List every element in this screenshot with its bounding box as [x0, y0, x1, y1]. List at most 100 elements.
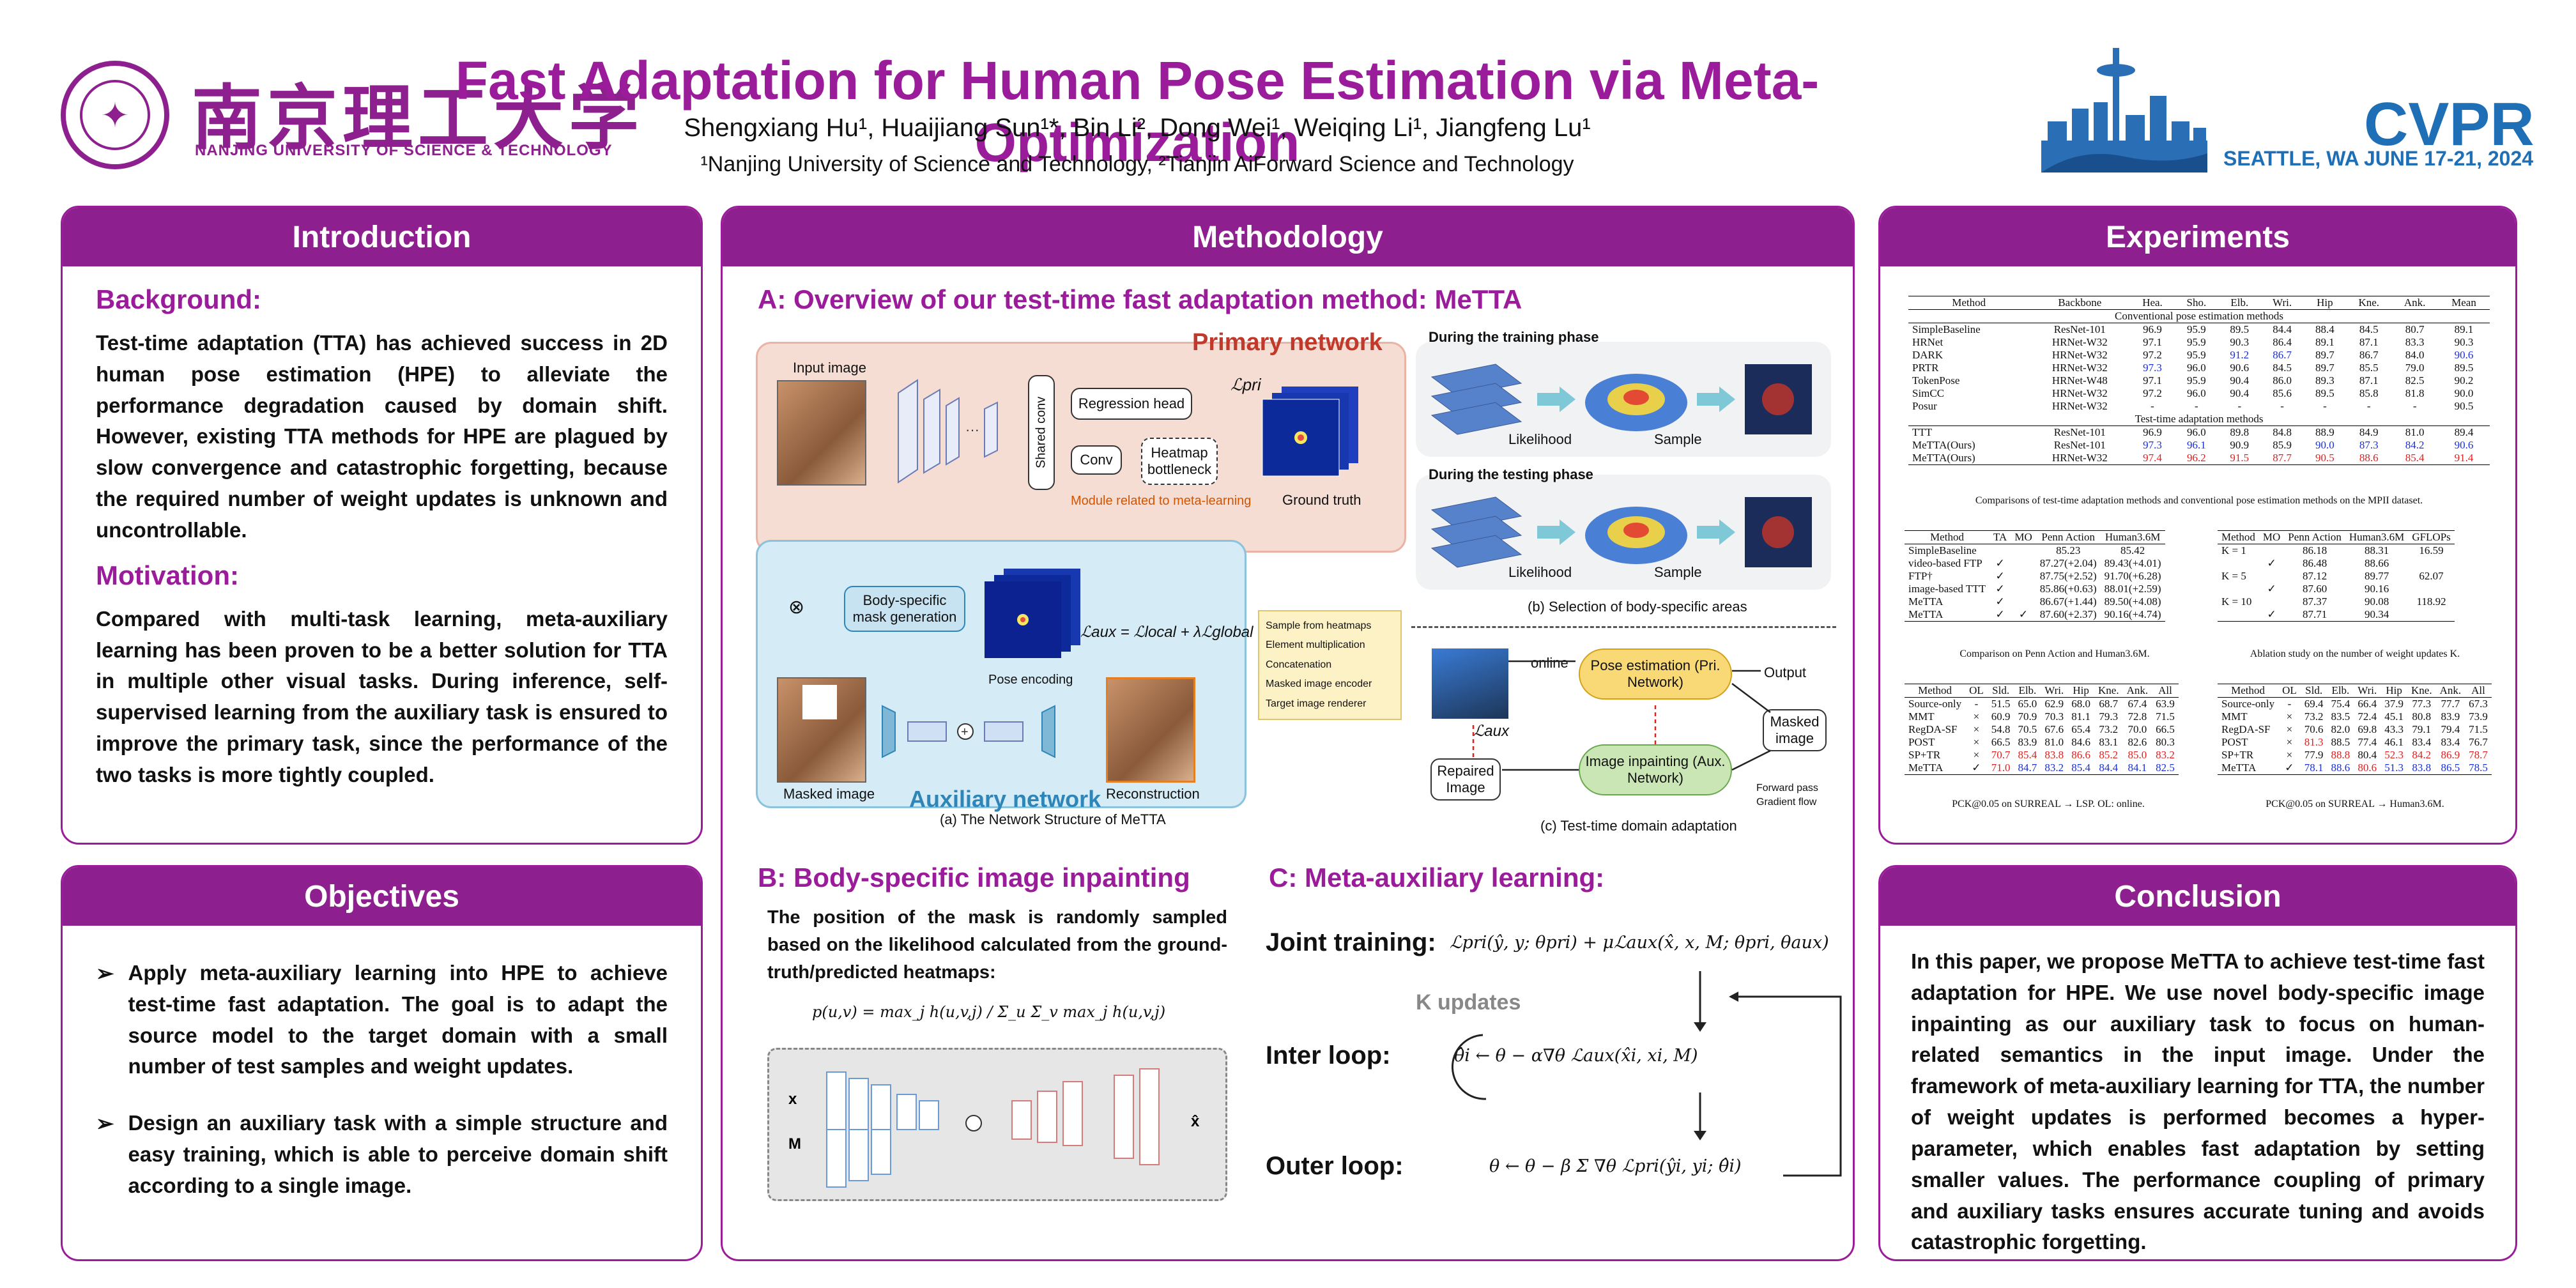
table-cell: 88.5 — [2331, 736, 2350, 748]
table-cell: HRNet-W32 — [2051, 362, 2108, 374]
shared-conv-label: Shared conv — [1034, 396, 1048, 469]
table-cell: 85.4 — [2018, 749, 2037, 761]
table-cell: 65.0 — [2018, 698, 2037, 710]
table-row: MeTTA✓✓87.60(+2.37)90.16(+4.74) — [1905, 608, 2165, 622]
table-cell: 37.9 — [2384, 698, 2404, 710]
table-cell: 84.0 — [2405, 349, 2425, 361]
table-cell: ✓ — [1995, 570, 2005, 582]
svg-text:x: x — [788, 1091, 797, 1108]
table-cell: 52.3 — [2384, 749, 2404, 761]
table-cell: 68.0 — [2071, 698, 2091, 710]
table-cell: 88.01(+2.59) — [2104, 583, 2161, 595]
table-cell: × — [1973, 723, 1980, 735]
sample-label: Sample — [1654, 564, 1702, 580]
regression-head-block: Regression head — [1071, 388, 1192, 420]
table-cell: - — [2150, 400, 2154, 412]
section-a-heading: A: Overview of our test-time fast adapta… — [758, 284, 1522, 314]
table-header-cell: Ank. — [2126, 684, 2149, 696]
table-cell: 81.1 — [2071, 710, 2091, 723]
table-cell: 90.16 — [2364, 583, 2389, 595]
table-cell: ResNet-101 — [2053, 323, 2106, 335]
table-cell: 82.0 — [2331, 723, 2350, 735]
table-cell: K = 1 — [2221, 544, 2246, 556]
legend-item: Sample from heatmaps — [1266, 620, 1372, 631]
table-cell: 86.67(+1.44) — [2039, 595, 2097, 608]
university-name-cn: 南京理工大学 — [192, 77, 644, 159]
table-cell: 86.6 — [2071, 749, 2091, 761]
table-cell: image-based TTT — [1908, 583, 1986, 595]
table-cell: 80.8 — [2412, 710, 2432, 723]
ground-truth-label: Ground truth — [1282, 492, 1361, 508]
table-cell: - — [2237, 400, 2242, 412]
table-cell — [2408, 608, 2454, 622]
l-aux-equation: ℒaux = ℒlocal + λℒglobal — [1080, 624, 1254, 641]
section-b-text: The position of the mask is randomly sam… — [767, 907, 1227, 983]
table-cell: 96.9 — [2143, 323, 2162, 335]
table-cell: 77.7 — [2441, 698, 2460, 710]
table-cell: 89.1 — [2315, 336, 2334, 348]
university-name-en: NANJING UNIVERSITY OF SCIENCE & TECHNOLO… — [195, 142, 613, 159]
pose-estimation-label: Pose estimation (Pri. Network) — [1590, 657, 1721, 690]
primary-network-label: Primary network — [1192, 329, 1383, 356]
table-cell: 97.1 — [2143, 374, 2162, 387]
table-cell: 43.3 — [2384, 723, 2404, 735]
table-cell: 66.5 — [2156, 723, 2175, 735]
introduction-heading: Introduction — [63, 208, 701, 266]
table-cell: POST — [2221, 736, 2248, 748]
table-cell: 87.71 — [2302, 608, 2327, 620]
svg-text:···: ··· — [965, 422, 979, 438]
table-cell: 89.50(+4.08) — [2104, 595, 2161, 608]
table-cell: × — [2286, 710, 2293, 723]
table-cell: 85.0 — [2128, 749, 2147, 761]
table-cell: 73.2 — [2304, 710, 2324, 723]
table-cell: 84.9 — [2359, 426, 2379, 438]
likelihood-label: Likelihood — [1508, 564, 1572, 580]
unet-architecture-icon: x M x̂ — [788, 1068, 1200, 1188]
table-cell: 84.1 — [2128, 762, 2147, 774]
table-cell: 90.9 — [2230, 439, 2250, 451]
table-cell: Posur — [1912, 400, 1937, 412]
table-cell: 90.5 — [2315, 452, 2334, 464]
arrow-bullet-icon: ➢ — [96, 962, 114, 986]
table-cell: 96.1 — [2187, 439, 2206, 451]
outer-loop-label: Outer loop: — [1266, 1152, 1404, 1180]
k-updates-label: K updates — [1416, 990, 1521, 1015]
table-header-cell: Elb. — [2018, 684, 2037, 696]
conclusion-text: In this paper, we propose MeTTA to achie… — [1911, 949, 2485, 1254]
table-cell: 86.5 — [2441, 762, 2460, 774]
table-cell: - — [1974, 698, 1979, 710]
table-cell: ✓ — [1995, 557, 2005, 569]
caption-a: (a) The Network Structure of MeTTA — [940, 811, 1166, 827]
table-cell: 84.6 — [2071, 736, 2091, 748]
table-cell — [2218, 583, 2259, 595]
table-cell: 91.70(+6.28) — [2104, 570, 2161, 582]
table-cell — [2011, 570, 2035, 583]
table-cell: 45.1 — [2384, 710, 2404, 723]
table-cell: K = 10 — [2221, 595, 2252, 608]
table-header-cell: Backbone — [2058, 296, 2102, 309]
shared-conv-block: Shared conv — [1028, 375, 1055, 490]
repaired-image-node: Repaired Image — [1430, 758, 1501, 801]
ablation-table-caption: Ablation study on the number of weight u… — [2250, 648, 2460, 659]
testing-phase-label: During the testing phase — [1429, 466, 1593, 482]
table-cell: 79.4 — [2441, 723, 2460, 735]
pose-heatmaps-icon — [985, 569, 1080, 658]
table-cell: HRNet-W32 — [2051, 336, 2108, 348]
table-cell: 78.7 — [2469, 749, 2488, 761]
table-cell: 83.9 — [2441, 710, 2460, 723]
table-cell: 83.8 — [2412, 762, 2432, 774]
table-cell: 72.4 — [2358, 710, 2377, 723]
table-cell: 79.3 — [2099, 710, 2119, 723]
table-cell: × — [1973, 710, 1980, 723]
table-cell: 87.60 — [2302, 583, 2327, 595]
gradient-flow-label: Gradient flow — [1756, 797, 1817, 808]
